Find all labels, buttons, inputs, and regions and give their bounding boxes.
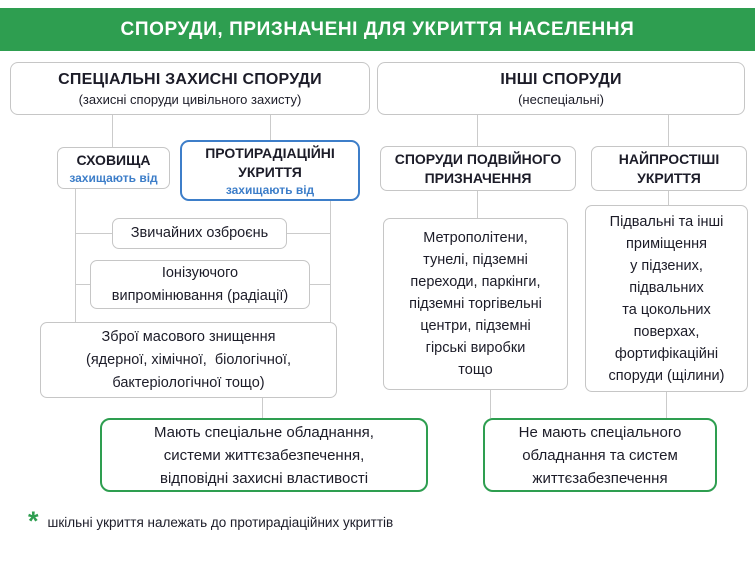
threat-mass-destruction-weapons: Зброї масового знищення (ядерної, хімічн… [40,322,337,398]
simple-shelters-examples: Підвальні та інші приміщення у підзених,… [608,213,725,384]
asterisk-marker: * [28,506,39,536]
connector-line [666,392,667,418]
right-column-subtitle: (неспеціальні) [518,91,604,107]
right-column-title: ІНШІ СПОРУДИ [500,70,622,88]
threat-conventional-weapons: Звичайних озброєнь [112,218,287,249]
footnote-text: шкільні укриття належать до протирадіаці… [47,515,394,530]
connector-line [75,189,76,322]
threat-ionizing-radiation: Іонізуючого випромінювання (радіації) [90,260,310,309]
dual-purpose-title: СПОРУДИ ПОДВІЙНОГО ПРИЗНАЧЕННЯ [394,151,562,186]
footnote: * шкільні укриття належать до протирадіа… [28,508,393,535]
right-column-header: ІНШІ СПОРУДИ (неспеціальні) [377,62,745,115]
title-bar: СПОРУДИ, ПРИЗНАЧЕНІ ДЛЯ УКРИТТЯ НАСЕЛЕНН… [0,8,755,51]
connector-line [477,115,478,146]
dual-purpose-box: СПОРУДИ ПОДВІЙНОГО ПРИЗНАЧЕННЯ [380,146,576,191]
connector-line [330,201,331,322]
simple-shelters-box: НАЙПРОСТІШІ УКРИТТЯ [591,146,747,191]
shelters-title: СХОВИЩА [76,151,151,168]
threat-text: Зброї масового знищення (ядерної, хімічн… [86,328,291,391]
threat-text: Звичайних озброєнь [130,225,269,241]
connector-line [270,115,271,140]
left-summary-box: Мають спеціальне обладнання, системи жит… [100,418,428,492]
left-column-title: СПЕЦІАЛЬНІ ЗАХИСНІ СПОРУДИ [58,70,322,88]
left-summary-text: Мають спеціальне обладнання, системи жит… [154,423,374,487]
left-column-subtitle: (захисні споруди цивільного захисту) [78,91,302,107]
connector-line [668,115,669,146]
connector-line [477,191,478,218]
connector-line [112,115,113,148]
connector-line [668,191,669,205]
simple-shelters-examples-box: Підвальні та інші приміщення у підзених,… [585,205,748,392]
connector-line [310,284,330,285]
right-summary-text: Не мають спеціального обладнання та сист… [518,423,682,487]
dual-purpose-examples-box: Метрополітени, тунелі, підземні переходи… [383,218,568,390]
threat-text: Іонізуючого випромінювання (радіації) [111,264,289,304]
shelters-note: захищають від [69,171,158,186]
right-summary-box: Не мають спеціального обладнання та сист… [483,418,717,492]
left-column-header: СПЕЦІАЛЬНІ ЗАХИСНІ СПОРУДИ (захисні спор… [10,62,370,115]
page-title: СПОРУДИ, ПРИЗНАЧЕНІ ДЛЯ УКРИТТЯ НАСЕЛЕНН… [120,18,635,40]
connector-line [262,398,263,418]
connector-line [75,284,90,285]
radiation-shelters-title: ПРОТИРАДІАЦІЙНІ УКРИТТЯ [205,145,335,180]
connector-line [287,233,330,234]
connector-line [490,390,491,418]
shelters-box: СХОВИЩА захищають від [57,147,170,189]
radiation-shelters-note: захищають від [225,182,315,197]
connector-line [75,233,112,234]
dual-purpose-examples: Метрополітени, тунелі, підземні переходи… [409,230,542,378]
radiation-shelters-box: ПРОТИРАДІАЦІЙНІ УКРИТТЯ захищають від [180,140,360,201]
simple-shelters-title: НАЙПРОСТІШІ УКРИТТЯ [618,151,720,186]
